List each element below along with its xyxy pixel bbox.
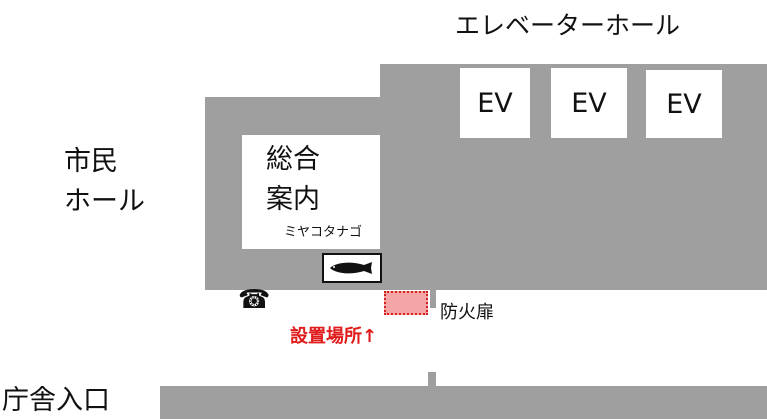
info-desk-label: 総合 案内 <box>266 140 320 220</box>
elevator-1: EV <box>460 68 530 138</box>
entrance-connector <box>428 372 436 386</box>
installation-location-label: 設置場所↑ <box>290 326 378 347</box>
civic-hall-label: 市民 ホール <box>64 142 145 222</box>
entrance-corridor <box>160 386 767 419</box>
info-desk-line2: 案内 <box>266 184 320 215</box>
elevator-2: EV <box>551 68 627 138</box>
info-desk-line1: 総合 <box>266 144 320 175</box>
elevator-3: EV <box>646 70 722 138</box>
civic-hall-line1: 市民 <box>64 146 118 177</box>
fish-display-label: ミヤコタナゴ <box>284 225 363 240</box>
civic-hall-line2: ホール <box>64 186 145 217</box>
info-desk <box>242 135 380 249</box>
elevator-hall-label: エレベーターホール <box>455 11 681 40</box>
fish-display-box <box>322 253 382 283</box>
fire-door-label: 防火扉 <box>440 302 494 323</box>
telephone-icon: ☎ <box>238 285 271 315</box>
installation-location-marker <box>384 291 428 315</box>
fire-door-indicator <box>430 290 436 308</box>
entrance-label: 庁舎入口 <box>2 385 110 416</box>
fish-icon <box>330 262 372 274</box>
